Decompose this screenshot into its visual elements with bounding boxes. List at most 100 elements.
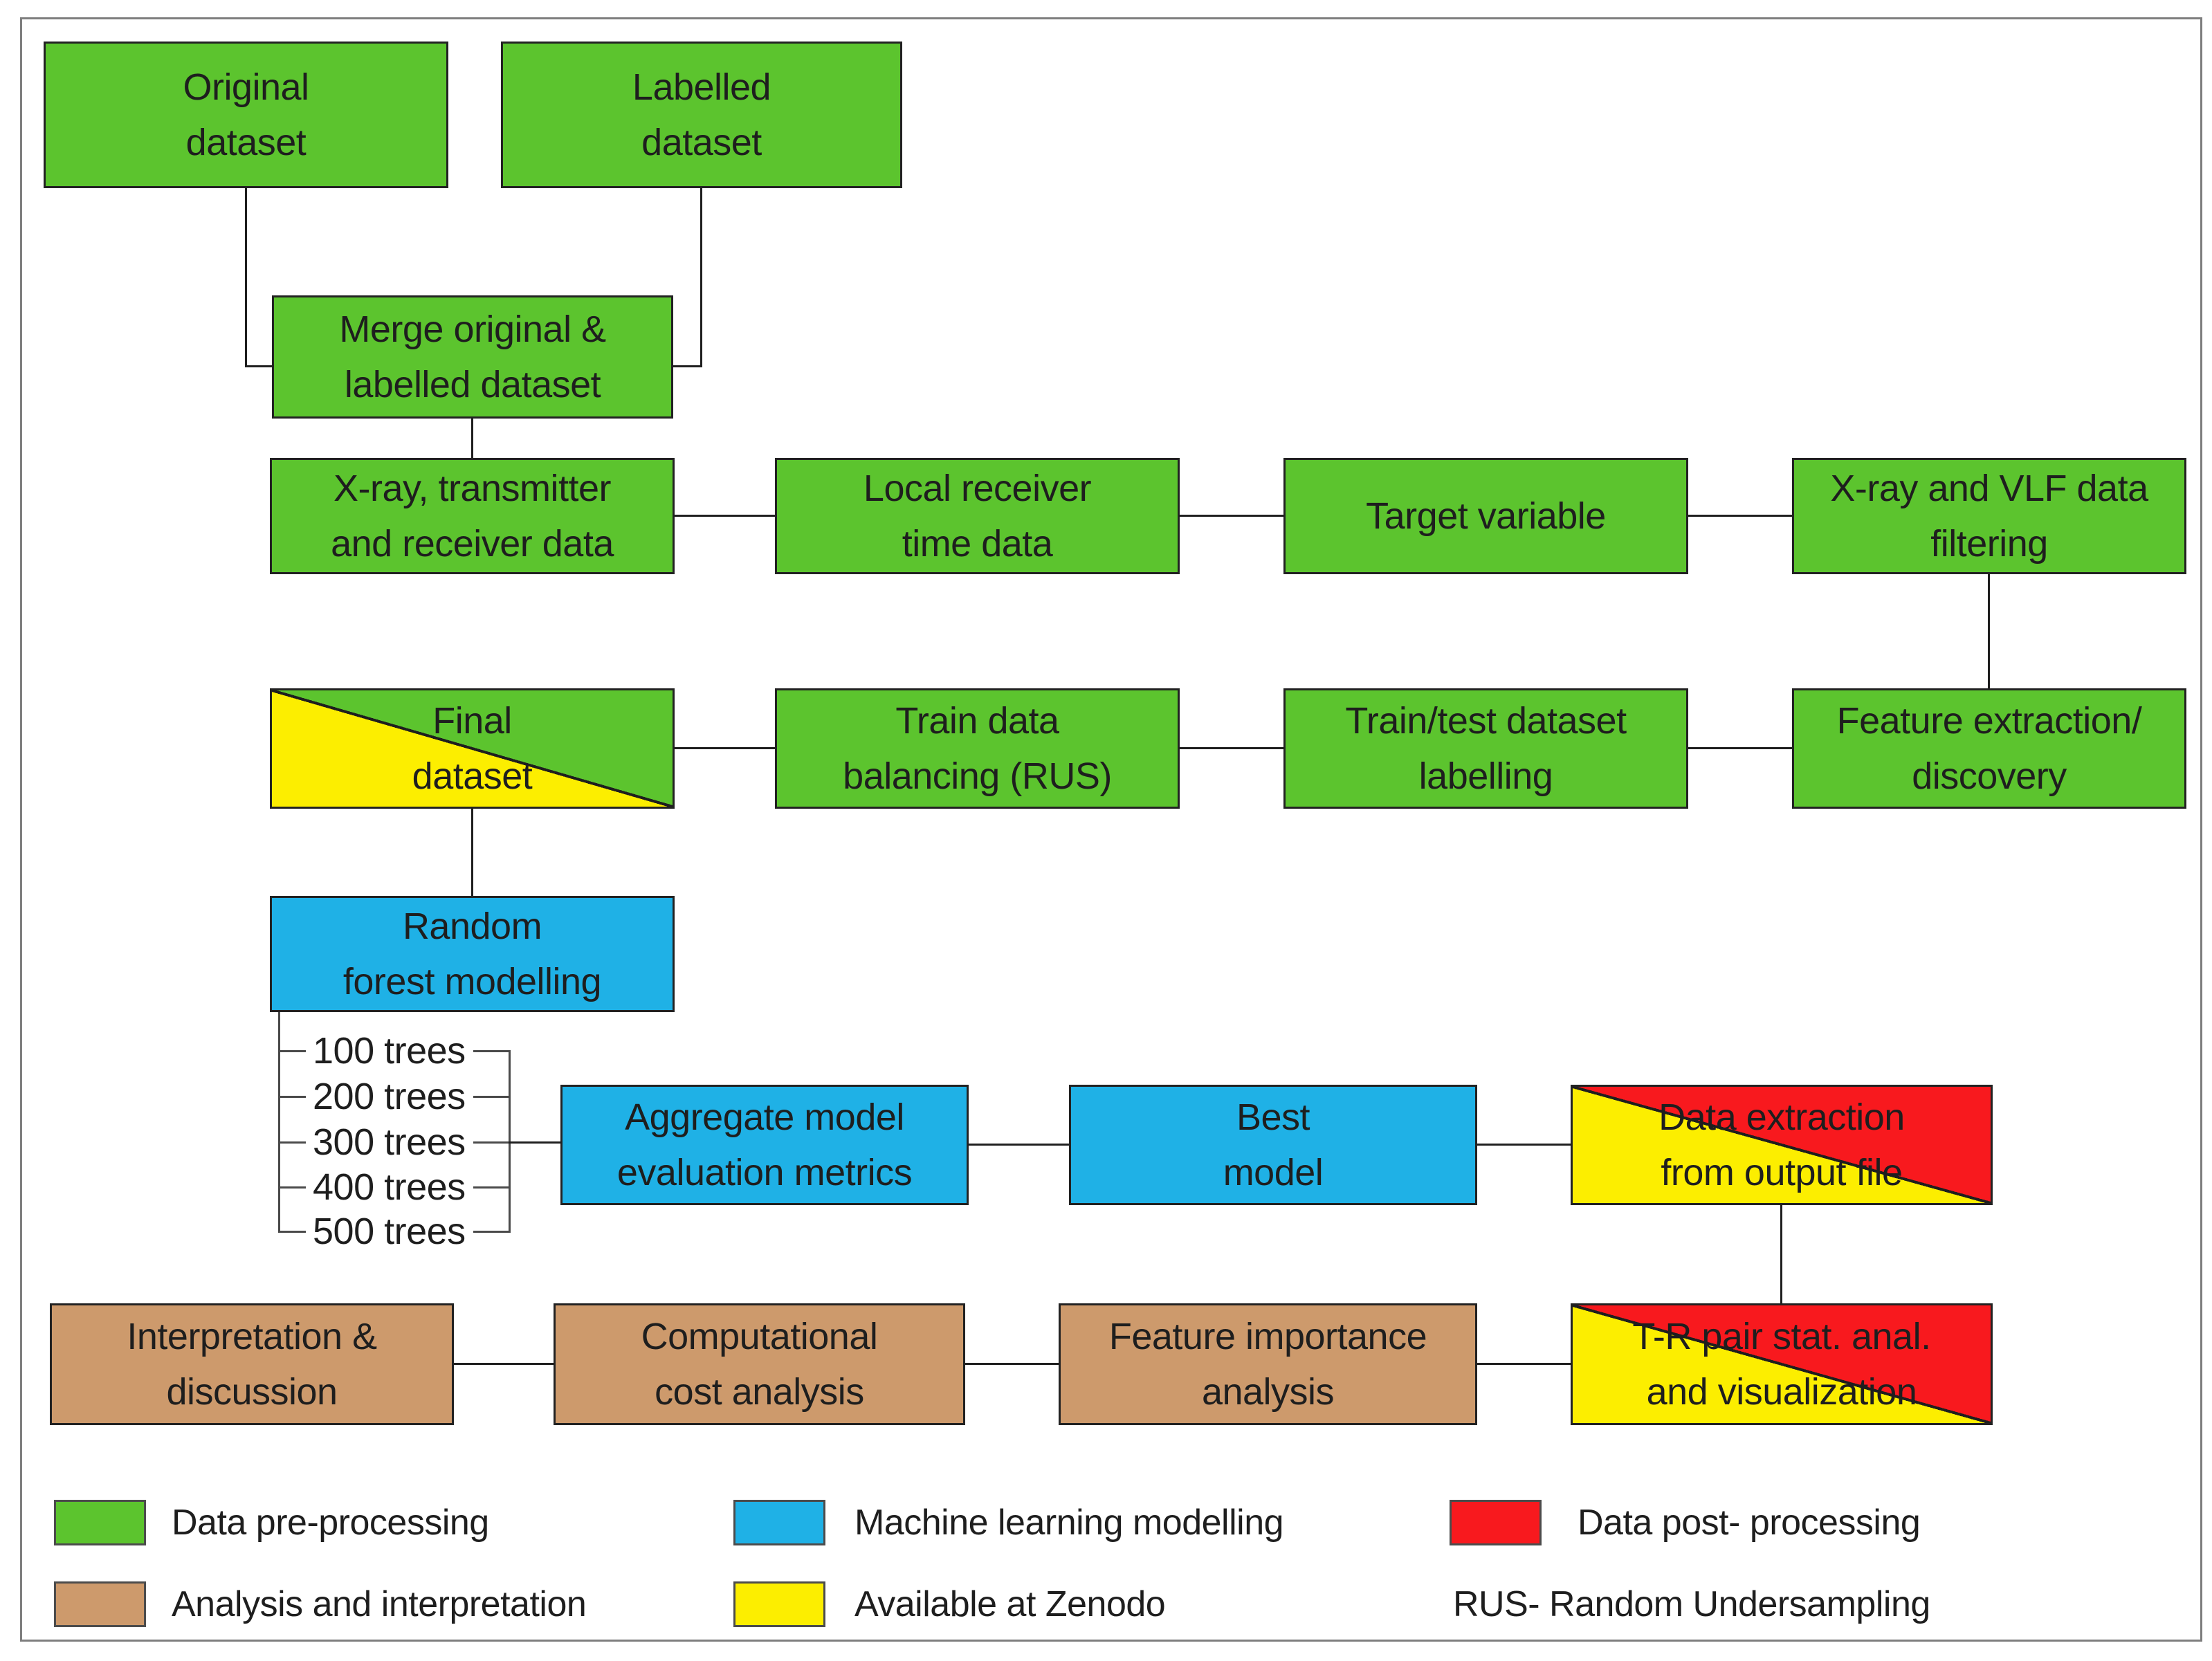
connector-line	[675, 515, 775, 517]
node-label-line: X-ray, transmitter	[333, 468, 612, 509]
connector-line	[1180, 515, 1283, 517]
connector-line	[1688, 747, 1792, 749]
node-train-data-balancing: Train data balancing (RUS)	[775, 688, 1180, 809]
node-label-line: analysis	[1201, 1371, 1335, 1413]
node-random-forest-modelling: Random forest modelling	[270, 896, 675, 1012]
connector-line	[509, 1141, 560, 1144]
node-label-line: dataset	[185, 122, 307, 163]
tree-tick	[278, 1231, 306, 1233]
legend-label-machine-learning: Machine learning modelling	[854, 1503, 1284, 1543]
node-label-line: balancing (RUS)	[843, 755, 1112, 797]
node-label-line: T-R pair stat. anal.	[1632, 1316, 1931, 1357]
legend-swatch-data-post-processing	[1450, 1500, 1542, 1545]
node-label-line: Best	[1236, 1096, 1310, 1138]
node-feature-extraction-discovery: Feature extraction/ discovery	[1792, 688, 2186, 809]
tree-tick	[473, 1141, 511, 1144]
legend-note-rus-abbreviation: RUS- Random Undersampling	[1453, 1584, 1930, 1624]
tree-tick	[473, 1186, 511, 1189]
node-label-line: labelled dataset	[344, 364, 601, 405]
node-train-test-dataset-labelling: Train/test dataset labelling	[1283, 688, 1688, 809]
legend-swatch-data-pre-processing	[54, 1500, 146, 1545]
node-label-line: Labelled	[632, 66, 771, 108]
node-merge-datasets: Merge original & labelled dataset	[272, 295, 673, 419]
node-xray-transmitter-receiver-data: X-ray, transmitter and receiver data	[270, 458, 675, 574]
node-label-line: Original	[183, 66, 309, 108]
node-label-line: from output file	[1661, 1152, 1903, 1193]
legend-label-available-at-zenodo: Available at Zenodo	[854, 1584, 1166, 1624]
connector-line	[1780, 1205, 1782, 1303]
connector-line	[471, 809, 473, 896]
tree-tick	[473, 1050, 511, 1052]
node-label-line: dataset	[641, 122, 762, 163]
node-label-line: time data	[902, 523, 1053, 565]
node-label-line: and visualization	[1646, 1371, 1917, 1413]
node-label-line: Feature importance	[1108, 1316, 1427, 1357]
tree-tick	[278, 1050, 306, 1052]
node-target-variable: Target variable	[1283, 458, 1688, 574]
node-label-line: Computational	[641, 1316, 878, 1357]
tree-tick	[278, 1096, 306, 1098]
node-label-line: evaluation metrics	[616, 1152, 913, 1193]
node-label-line: Train/test dataset	[1345, 700, 1627, 742]
connector-line	[1477, 1144, 1571, 1146]
tree-option-label: 300 trees	[313, 1121, 466, 1163]
node-label-line: Aggregate model	[625, 1096, 904, 1138]
legend-label-data-pre-processing: Data pre-processing	[172, 1503, 489, 1543]
node-label-line: Data extraction	[1658, 1096, 1905, 1138]
node-aggregate-model-evaluation-metrics: Aggregate model evaluation metrics	[560, 1085, 969, 1205]
node-label-line: filtering	[1930, 523, 2048, 565]
node-label-line: and receiver data	[331, 523, 614, 565]
tree-tick	[473, 1096, 511, 1098]
node-data-extraction-from-output-file: Data extraction from output file	[1571, 1085, 1993, 1205]
node-xray-vlf-filtering: X-ray and VLF data filtering	[1792, 458, 2186, 574]
connector-line	[675, 747, 775, 749]
tree-tick	[473, 1231, 511, 1233]
node-label-line: discussion	[166, 1371, 338, 1413]
tree-tick	[278, 1141, 306, 1144]
connector-line	[969, 1144, 1069, 1146]
node-label-line: Final	[432, 700, 512, 742]
legend-swatch-analysis-interpretation	[54, 1581, 146, 1627]
node-label-line: Local receiver	[863, 468, 1092, 509]
node-local-receiver-time-data: Local receiver time data	[775, 458, 1180, 574]
node-label-line: model	[1223, 1152, 1324, 1193]
node-label-line: Target variable	[1366, 495, 1606, 537]
connector-line	[245, 188, 247, 367]
connector-line	[1988, 574, 1990, 688]
connector-line	[454, 1363, 554, 1365]
node-label-line: Feature extraction/	[1836, 700, 2142, 742]
node-label-line: labelling	[1418, 755, 1553, 797]
legend-label-analysis-interpretation: Analysis and interpretation	[172, 1584, 587, 1624]
node-label-line: Merge original &	[339, 309, 606, 350]
tree-option-label: 400 trees	[313, 1166, 466, 1208]
node-computational-cost-analysis: Computational cost analysis	[554, 1303, 965, 1425]
node-labelled-dataset: Labelled dataset	[501, 42, 902, 188]
tree-bracket-left-line	[278, 1012, 280, 1232]
connector-line	[1688, 515, 1792, 517]
tree-tick	[278, 1186, 306, 1189]
connector-line	[965, 1363, 1059, 1365]
node-label-line: Train data	[895, 700, 1059, 742]
connector-line	[672, 365, 702, 367]
figure-border	[20, 17, 2202, 1642]
node-tr-pair-stat-anal-visualization: T-R pair stat. anal. and visualization	[1571, 1303, 1993, 1425]
tree-option-label: 100 trees	[313, 1030, 466, 1072]
tree-option-label: 500 trees	[313, 1211, 466, 1252]
node-label-line: X-ray and VLF data	[1830, 468, 2148, 509]
node-label-line: cost analysis	[655, 1371, 864, 1413]
node-label-line: Random	[402, 906, 542, 947]
node-interpretation-discussion: Interpretation & discussion	[50, 1303, 454, 1425]
node-feature-importance-analysis: Feature importance analysis	[1059, 1303, 1477, 1425]
connector-line	[1180, 747, 1283, 749]
legend-swatch-machine-learning	[733, 1500, 825, 1545]
legend-swatch-available-at-zenodo	[733, 1581, 825, 1627]
node-label-line: forest modelling	[342, 961, 602, 1002]
node-label-line: dataset	[412, 755, 533, 797]
node-final-dataset: Final dataset	[270, 688, 675, 809]
connector-line	[471, 419, 473, 458]
legend-label-data-post-processing: Data post- processing	[1578, 1503, 1921, 1543]
connector-line	[245, 365, 274, 367]
connector-line	[700, 188, 702, 367]
connector-line	[1477, 1363, 1571, 1365]
